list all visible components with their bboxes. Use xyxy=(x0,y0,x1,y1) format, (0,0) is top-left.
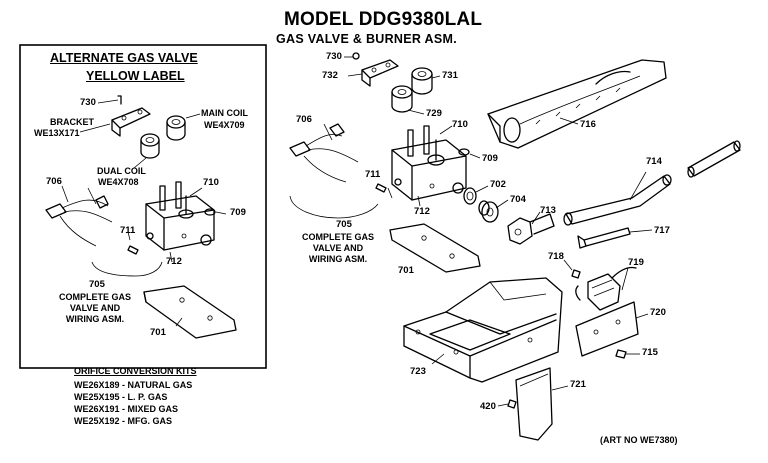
inset-label-main-coil: MAIN COIL xyxy=(201,108,248,118)
inset-gas-valve-body xyxy=(145,181,215,251)
main-label-701: 701 xyxy=(398,265,414,276)
orifice-kit-item: WE26X191 - MIXED GAS xyxy=(74,404,179,414)
main-screw-730 xyxy=(344,52,360,60)
main-label-717: 717 xyxy=(654,225,670,236)
main-label-719: 719 xyxy=(628,257,644,268)
main-label-705: 705 xyxy=(336,219,352,230)
inset-part-709 xyxy=(204,208,227,216)
main-label-complete-2: VALVE AND xyxy=(312,243,364,253)
inset-label-bracket: BRACKET xyxy=(50,117,94,127)
main-label-complete-1: COMPLETE GAS xyxy=(301,232,374,242)
inset-label-complete-3: WIRING ASM. xyxy=(65,314,125,324)
orifice-kit-item: WE25X192 - MFG. GAS xyxy=(74,416,173,426)
main-leader-lines xyxy=(347,73,653,407)
main-screw-715 xyxy=(615,349,627,359)
main-wiring-harness xyxy=(289,123,359,183)
inset-dual-coil xyxy=(140,133,160,159)
inset-frame xyxy=(19,44,267,369)
main-label-721: 721 xyxy=(570,379,586,390)
main-bracket-723 xyxy=(403,277,563,383)
main-label-420: 420 xyxy=(480,401,496,412)
main-label-713: 713 xyxy=(540,205,556,216)
main-label-729: 729 xyxy=(426,108,442,119)
inset-label-705: 705 xyxy=(89,279,105,290)
main-tube-714 xyxy=(563,174,672,226)
main-label-702: 702 xyxy=(490,179,506,190)
main-fitting-702 xyxy=(463,185,489,205)
main-label-710: 710 xyxy=(452,119,468,130)
main-gas-valve-body xyxy=(391,125,467,201)
main-label-730: 730 xyxy=(326,51,342,62)
main-part-709 xyxy=(458,148,470,156)
inset-wiring-harness xyxy=(45,187,113,247)
main-plate-720 xyxy=(575,301,639,357)
inset-bracket xyxy=(97,95,151,137)
main-assembly-brace xyxy=(289,195,379,219)
inset-label-706: 706 xyxy=(46,176,62,187)
main-label-714: 714 xyxy=(646,156,662,167)
inset-label-701: 701 xyxy=(150,327,166,338)
inset-label-709: 709 xyxy=(230,207,246,218)
main-rod-717 xyxy=(577,227,631,249)
page-title: MODEL DDG9380LAL xyxy=(284,9,483,30)
main-tube-upper xyxy=(687,140,741,178)
main-label-731: 731 xyxy=(442,70,458,81)
inset-label-complete-2: VALVE AND xyxy=(69,303,121,313)
main-label-712: 712 xyxy=(414,206,430,217)
inset-leader-lines xyxy=(61,123,203,327)
orifice-kit-item: WE25X195 - L. P. GAS xyxy=(74,392,168,402)
main-label-complete-3: WIRING ASM. xyxy=(308,254,368,264)
main-bracket-732 xyxy=(361,59,399,87)
inset-label-710: 710 xyxy=(203,177,219,188)
inset-heading-line1: ALTERNATE GAS VALVE xyxy=(50,51,198,65)
main-shield-721 xyxy=(515,367,553,441)
inset-label-dual-coil: DUAL COIL xyxy=(97,166,146,176)
main-label-711: 711 xyxy=(365,169,381,180)
main-label-716: 716 xyxy=(580,119,596,130)
inset-screw-711 xyxy=(127,245,139,255)
main-label-715: 715 xyxy=(642,347,658,358)
orifice-kits-heading: ORIFICE CONVERSION KITS xyxy=(74,366,197,376)
main-screw-711 xyxy=(375,183,387,193)
inset-heading-line2: YELLOW LABEL xyxy=(86,69,185,83)
main-fitting-704 xyxy=(478,200,499,223)
page-subtitle: GAS VALVE & BURNER ASM. xyxy=(276,32,457,46)
main-label-732: 732 xyxy=(322,70,338,81)
main-ignitor-719 xyxy=(575,266,637,311)
main-screw-420 xyxy=(507,399,517,409)
main-label-723: 723 xyxy=(410,366,426,377)
main-burner-716 xyxy=(487,59,667,149)
art-number: (ART NO WE7380) xyxy=(600,435,678,445)
main-label-706: 706 xyxy=(296,114,312,125)
main-coil-731 xyxy=(411,67,433,95)
inset-plate-701 xyxy=(143,285,237,339)
main-label-704: 704 xyxy=(510,194,526,205)
inset-label-main-coil-part: WE4X709 xyxy=(204,120,245,130)
main-label-718: 718 xyxy=(548,251,564,262)
inset-label-711: 711 xyxy=(120,225,136,236)
main-screw-718 xyxy=(571,269,581,279)
main-coil-729 xyxy=(391,85,413,113)
inset-assembly-brace xyxy=(91,261,163,277)
main-plate-701 xyxy=(389,223,481,273)
inset-main-coil xyxy=(166,113,201,141)
inset-label-dual-coil-part: WE4X708 xyxy=(98,177,139,187)
inset-label-bracket-part: WE13X171 xyxy=(34,128,80,138)
main-label-720: 720 xyxy=(650,307,666,318)
inset-label-712: 712 xyxy=(166,256,182,267)
main-label-709: 709 xyxy=(482,153,498,164)
main-elbow-713 xyxy=(507,213,555,245)
inset-label-730: 730 xyxy=(80,97,96,108)
inset-label-complete-1: COMPLETE GAS xyxy=(58,292,131,302)
orifice-kit-item: WE26X189 - NATURAL GAS xyxy=(74,380,193,390)
